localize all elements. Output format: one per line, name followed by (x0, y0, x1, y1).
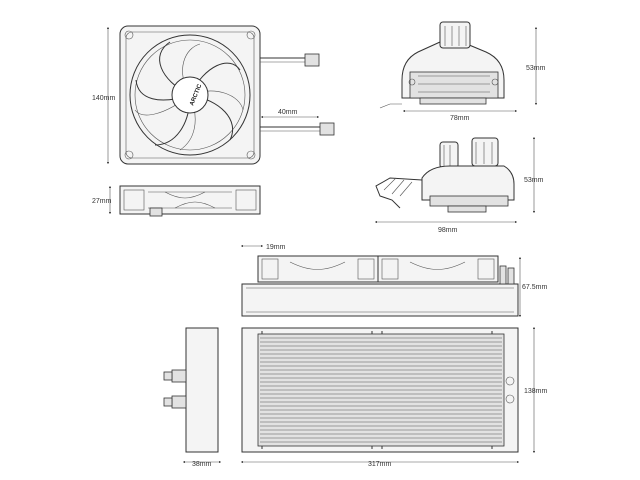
radiator-thickness-label: 67.5mm (522, 284, 547, 291)
dim-radiator-length: 317mm (240, 460, 520, 468)
dim-fan-offset: 19mm (240, 244, 286, 251)
dim-pump-top-height: 53mm (526, 26, 546, 106)
fan-front-view: ARCTIC (119, 25, 335, 165)
fan-cable-label: 40mm (278, 109, 298, 116)
dim-radiator-height: 138mm (524, 326, 548, 454)
radiator-fins (260, 337, 502, 443)
dim-fan-cable: 40mm (260, 109, 320, 119)
fan-side-view (119, 185, 261, 217)
dim-pump-side-width: 98mm (374, 220, 518, 234)
radiator-front-view (241, 327, 519, 453)
dim-fan-thickness: 27mm (92, 185, 112, 215)
pump-top-height-label: 53mm (526, 65, 546, 72)
fan-offset-label: 19mm (266, 244, 286, 251)
pump-side-height-label: 53mm (524, 177, 544, 184)
radiator-end-tank-view (163, 327, 219, 453)
dim-pump-side-height: 53mm (524, 136, 544, 214)
pump-top-width-label: 78mm (450, 115, 470, 122)
fan-thickness-label: 27mm (92, 198, 112, 205)
fan-height-label: 140mm (92, 95, 116, 102)
pump-side-view (375, 137, 515, 213)
radiator-height-label: 138mm (524, 388, 548, 395)
dim-fan-height: 140mm (92, 26, 116, 165)
dim-tank-width: 38mm (182, 460, 222, 468)
pump-top-view (379, 21, 505, 109)
pump-side-width-label: 98mm (438, 227, 458, 234)
tank-width-label: 38mm (192, 461, 212, 468)
dim-pump-top-width: 78mm (402, 109, 518, 122)
fan-cable (260, 53, 335, 136)
dim-radiator-thickness: 67.5mm (518, 256, 547, 318)
radiator-with-fans-side-view (241, 255, 519, 317)
radiator-length-label: 317mm (368, 461, 392, 468)
